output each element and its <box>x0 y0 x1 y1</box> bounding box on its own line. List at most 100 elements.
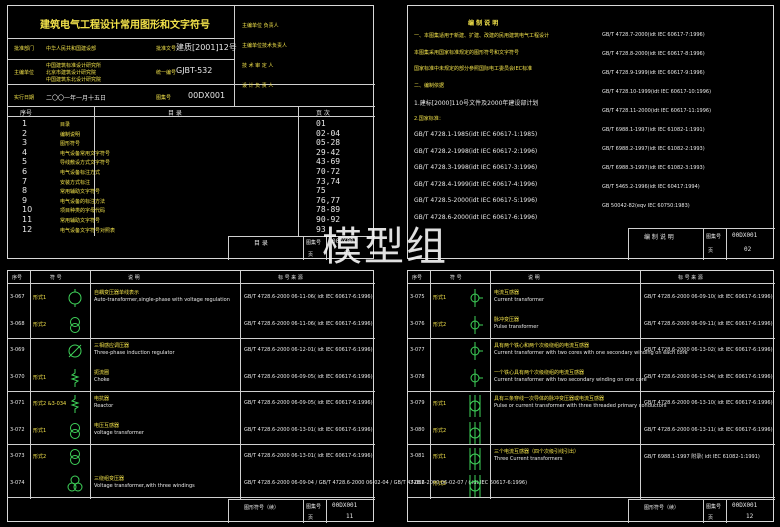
symbol-no: 3-073 <box>10 453 25 460</box>
s11-footer-atlas: 00DX001 <box>332 502 358 509</box>
transformer-symbol-icon <box>466 395 484 418</box>
notes-right-line: GB/T 6988.1-1997(idt IEC 61082-1:1991) <box>602 127 705 133</box>
s11-footer-title: 图形符号（续） <box>244 505 280 511</box>
symbol-en: Current transformer <box>494 297 545 303</box>
notes-left-line: 二、编制依据 <box>414 82 445 89</box>
symbol-no: 3-071 <box>10 400 25 407</box>
notes-left-line: 1.建标[2000]110号文件及2000年建设部计划 <box>414 100 539 107</box>
s11-header-std: 标 号 来 源 <box>278 275 303 281</box>
symbol-std: GB/T 4728.6-2000 06-13-04( idt IEC 60617… <box>644 373 773 380</box>
notes-right-line: GB/T 4728.7-2000(idt IEC 60617-7:1996) <box>602 32 705 38</box>
notes-sheet: 编 制 说 明 一、本图集适用于新建、扩建、改建的民用建筑电气工程设计本图集采用… <box>407 5 775 260</box>
symbol-cn: 三相感应调压器 <box>94 343 130 349</box>
toc-header-no: 序号 <box>20 110 33 117</box>
symbol-std: GB/T 4728.6-2000 06-09-04 / GB/T 4728.6-… <box>244 479 528 486</box>
s12-header-std: 标 号 来 源 <box>678 275 703 281</box>
notes-title: 编 制 说 明 <box>468 20 499 27</box>
symbol-form: 形式2 <box>33 454 47 461</box>
cover-title: 建筑电气工程设计常用图形和文字符号 <box>40 20 210 31</box>
symbol-cn: 一个铁心具有两个次级绕组的电流互感器 <box>494 369 585 376</box>
symbol-cn: 脉冲变压器 <box>494 316 520 323</box>
symbol-std: GB/T 4728.6-2000 06-11-06( idt IEC 60617… <box>244 294 373 301</box>
symbol-en: Reactor <box>94 403 114 409</box>
toc-no: 3 <box>22 138 28 148</box>
symbol-form: 形式2 <box>433 427 447 434</box>
notes-right-line: GB/T 4728.9-1999(idt IEC 60617-9:1996) <box>602 70 705 76</box>
transformer-symbol-icon <box>66 316 84 334</box>
symbol-std: GB/T 4728.6-2000 06-09-05( idt IEC 60617… <box>244 400 373 407</box>
symbol-en: Three-phase induction regulator <box>94 350 175 356</box>
symbol-en: Current transformer with two cores with … <box>494 350 688 356</box>
symbol-form: 形式2 &3-034 <box>33 401 67 408</box>
symbol-en: Pulse transformer <box>494 323 539 330</box>
transformer-symbol-icon <box>466 474 484 497</box>
symbol-std: GB/T 4728.6-2000 06-13-11( idt IEC 60617… <box>644 426 773 433</box>
row-divider <box>8 444 375 445</box>
transformer-symbol-icon <box>66 422 84 440</box>
symbol-form: 形式2 <box>33 321 47 328</box>
notes-left-line: 2.国家标准： <box>414 115 444 122</box>
symbol-en: Three Current transformers <box>494 456 563 462</box>
cover-footer-title: 目 录 <box>254 240 268 247</box>
notes-left-line: GB/T 4728.2-1998(idt IEC 60617-2:1996) <box>414 147 538 155</box>
notes-footer-atlas-label: 图集号 <box>706 234 722 240</box>
toc-no: 10 <box>22 205 33 215</box>
notes-left-line: GB/T 4728.6-2000(idt IEC 60617-6:1996) <box>414 213 538 221</box>
symbol-std: GB/T 4728.6-2000 06-13-02( idt IEC 60617… <box>644 347 773 354</box>
notes-right-line: GB 50042-82(eqv IEC 60750:1983) <box>602 203 690 209</box>
s11-header-sym: 符 号 <box>50 275 62 281</box>
row-divider <box>8 338 375 339</box>
symbol-std: GB/T 4728.6-2000 06-09-05( idt IEC 60617… <box>244 373 373 380</box>
transformer-symbol-icon <box>466 289 484 308</box>
transformer-symbol-icon <box>466 342 484 361</box>
symbol-no: 3-079 <box>410 400 425 407</box>
transformer-symbol-icon <box>466 368 484 387</box>
notes-left-line: GB/T 4728.3-1998(idt IEC 60617-3:1996) <box>414 164 538 171</box>
notes-left-line: 国家标准中未规定的部分参照国际电工委员会IEC标准 <box>414 66 533 72</box>
symbol-en: Pulse or current transformer with three … <box>494 403 667 409</box>
toc-no: 6 <box>22 167 28 176</box>
toc-page: 76,77 <box>316 195 341 205</box>
s11-footer-page: 11 <box>346 513 354 520</box>
toc-name: 安装方式标注 <box>60 179 91 186</box>
notes-left-line: GB/T 4728.5-2000(idt IEC 60617-5:1996) <box>414 197 538 204</box>
symbol-form: 形式1 <box>33 427 47 434</box>
s12-footer-page-label: 页 <box>708 515 714 521</box>
toc-name: 导线敷设方式文字符号 <box>60 160 111 167</box>
transformer-symbol-icon <box>66 395 84 414</box>
symbol-form: 形式1 <box>33 295 47 302</box>
symbol-en: Choke <box>94 376 110 383</box>
symbol-std: GB/T 4728.6-2000 06-13-01( idt IEC 60617… <box>244 426 373 433</box>
number-label: 统一编号 <box>156 70 177 76</box>
row-divider <box>408 444 775 445</box>
symbol-no: 3-068 <box>10 320 25 327</box>
symbol-en: Auto-transformer,single-phase with volta… <box>94 297 230 303</box>
symbol-no: 3-080 <box>410 426 425 433</box>
toc-header-name: 目 录 <box>168 110 182 117</box>
cover-footer-atlas-label: 图集号 <box>306 240 322 246</box>
toc-no: 1 <box>22 119 28 128</box>
toc-no: 9 <box>22 195 28 205</box>
atlas-value: 00DX001 <box>188 91 226 100</box>
approval-label: 批准文号 <box>156 46 177 52</box>
cover-footer-atlas: 00DX001 <box>332 238 358 245</box>
cover-row-date-value: 二〇〇一年一月十五日 <box>46 95 107 102</box>
toc-name: 图形符号 <box>60 141 81 148</box>
s11-header-desc: 说 明 <box>128 275 140 281</box>
toc-page: 05-28 <box>316 138 341 148</box>
symbol-std: GB/T 4728.6-2000 06-12-01( idt IEC 60617… <box>244 347 373 354</box>
toc-page: 75 <box>316 186 326 196</box>
cover-footer-page: 01 <box>344 250 352 257</box>
cover-row-approve-label: 批准部门 <box>14 46 35 52</box>
toc-no: 5 <box>22 157 28 167</box>
symbol-cn: 具有两个铁心和两个次级绕组的电流互感器 <box>494 343 590 349</box>
notes-footer-atlas: 00DX001 <box>732 232 758 239</box>
row-divider <box>408 391 775 392</box>
symbol-form: 形式1 <box>33 374 47 381</box>
toc-page: 90-92 <box>316 215 341 224</box>
symbol-no: 3-067 <box>10 294 25 301</box>
cover-row-editor-1: 中国建筑标准设计研究所 <box>46 63 102 69</box>
cover-footer-page-label: 页 <box>308 252 314 258</box>
symbol-std: GB/T 4728.6-2000 06-11-06( idt IEC 60617… <box>244 320 373 327</box>
